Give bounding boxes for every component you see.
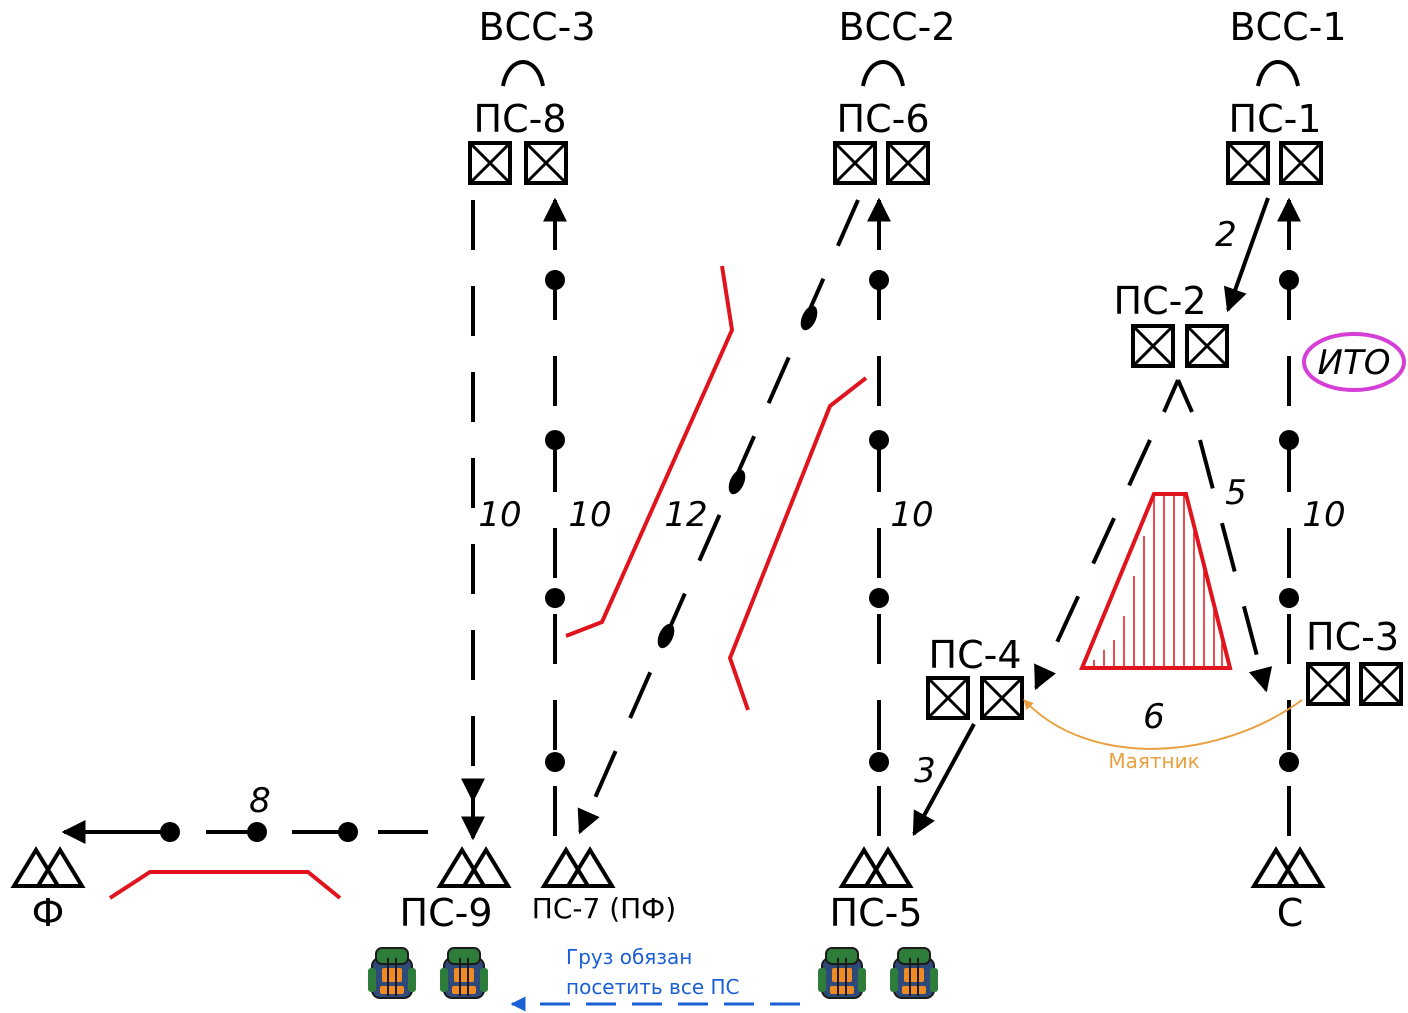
- obstacle-bottom: [108, 870, 342, 900]
- obstacle-ridge-left: [565, 265, 735, 638]
- distance-5: 5: [1225, 473, 1247, 513]
- ps9-label: ПС-9: [400, 891, 493, 935]
- ps8-station-icon: [468, 141, 568, 185]
- ps8-label: ПС-8: [474, 97, 567, 141]
- cargo-note-line2: посетить все ПС: [566, 975, 740, 999]
- vss2-arch-icon: [861, 60, 905, 88]
- camp-c-icon: [1252, 848, 1324, 888]
- backpack-icon: [889, 947, 939, 999]
- backpack-icon: [367, 947, 417, 999]
- fork-left: [1162, 379, 1180, 413]
- vss3-arch-icon: [501, 60, 545, 88]
- ps2-label: ПС-2: [1114, 279, 1207, 323]
- ps6-station-icon: [833, 141, 930, 185]
- distance-10-c: 10: [1302, 495, 1345, 535]
- distance-10-ps5: 10: [890, 495, 933, 535]
- distance-6: 6: [1143, 697, 1165, 737]
- camp-f-icon: [12, 848, 84, 888]
- distance-12: 12: [664, 495, 707, 535]
- ps4-label: ПС-4: [929, 633, 1022, 677]
- ps6-label: ПС-6: [837, 97, 930, 141]
- vss1-arch-icon: [1256, 60, 1300, 88]
- vss1-label: ВСС-1: [1229, 5, 1346, 49]
- route-ps4-ps5: [912, 723, 976, 837]
- distance-10-ps7: 10: [568, 495, 611, 535]
- camp-ps9-icon: [438, 848, 510, 888]
- distance-2: 2: [1215, 215, 1237, 255]
- ps2-station-icon: [1131, 324, 1229, 368]
- ps5-label: ПС-5: [830, 891, 923, 935]
- ps4-station-icon: [926, 676, 1024, 720]
- backpack-icon: [439, 947, 489, 999]
- distance-3: 3: [914, 751, 936, 791]
- route-ps6-ps7: [577, 199, 860, 835]
- distance-10-ps8: 10: [478, 495, 521, 535]
- ps3-label: ПС-3: [1306, 615, 1399, 659]
- route-ps2-ps4: [1034, 439, 1152, 691]
- pendulum-label: Маятник: [1108, 749, 1199, 773]
- ps1-label: ПС-1: [1229, 97, 1322, 141]
- f-label: Ф: [32, 891, 65, 935]
- ps3-station-icon: [1306, 662, 1403, 706]
- control-points: [160, 270, 1299, 842]
- route-ps1-ps2: [1223, 197, 1270, 313]
- obstacle-slope: [1079, 492, 1233, 670]
- route-ps2-ps3: [1198, 439, 1273, 693]
- ito-label: ИТО: [1318, 343, 1391, 383]
- vss2-label: ВСС-2: [838, 5, 955, 49]
- ps1-station-icon: [1226, 141, 1323, 185]
- camp-ps7-icon: [542, 848, 614, 888]
- c-label: С: [1277, 891, 1304, 935]
- camp-ps5-icon: [840, 848, 912, 888]
- backpack-icon: [817, 947, 867, 999]
- ito-ring-icon: [1302, 332, 1406, 392]
- distance-8: 8: [249, 781, 271, 821]
- pendulum-route: [1023, 699, 1303, 750]
- obstacle-ridge-right: [727, 376, 868, 711]
- cargo-note-line1: Груз обязан: [566, 945, 692, 969]
- ps7-label: ПС-7 (ПФ): [532, 892, 676, 925]
- vss3-label: ВСС-3: [478, 5, 595, 49]
- fork-right: [1176, 379, 1194, 413]
